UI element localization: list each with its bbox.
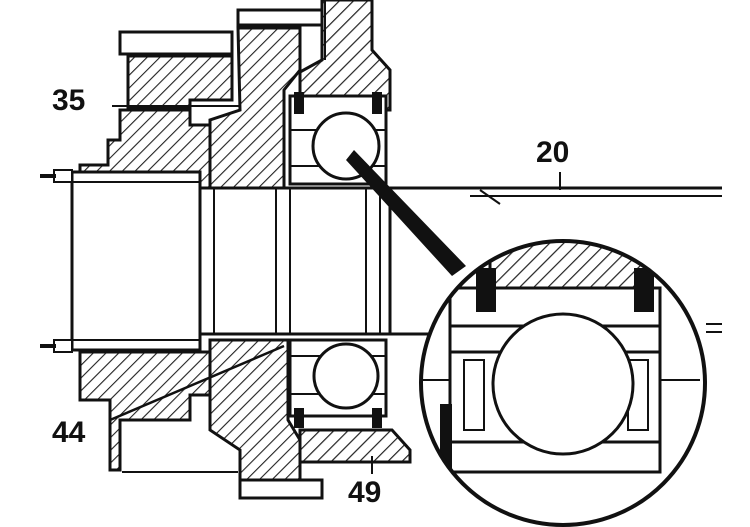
magnified-bearing-detail (419, 239, 707, 527)
callout-35: 35 (52, 84, 86, 117)
bottom-bearing (288, 338, 388, 428)
callout-44: 44 (52, 416, 86, 449)
leader-lines (109, 105, 561, 474)
axle-tube (390, 186, 722, 336)
hub-flange-top (78, 30, 256, 192)
hub-flange-bottom (78, 338, 412, 500)
callout-20: 20 (536, 136, 570, 169)
axle-shaft (40, 169, 392, 353)
knuckle-top (208, 0, 392, 192)
callout-49: 49 (348, 476, 382, 509)
